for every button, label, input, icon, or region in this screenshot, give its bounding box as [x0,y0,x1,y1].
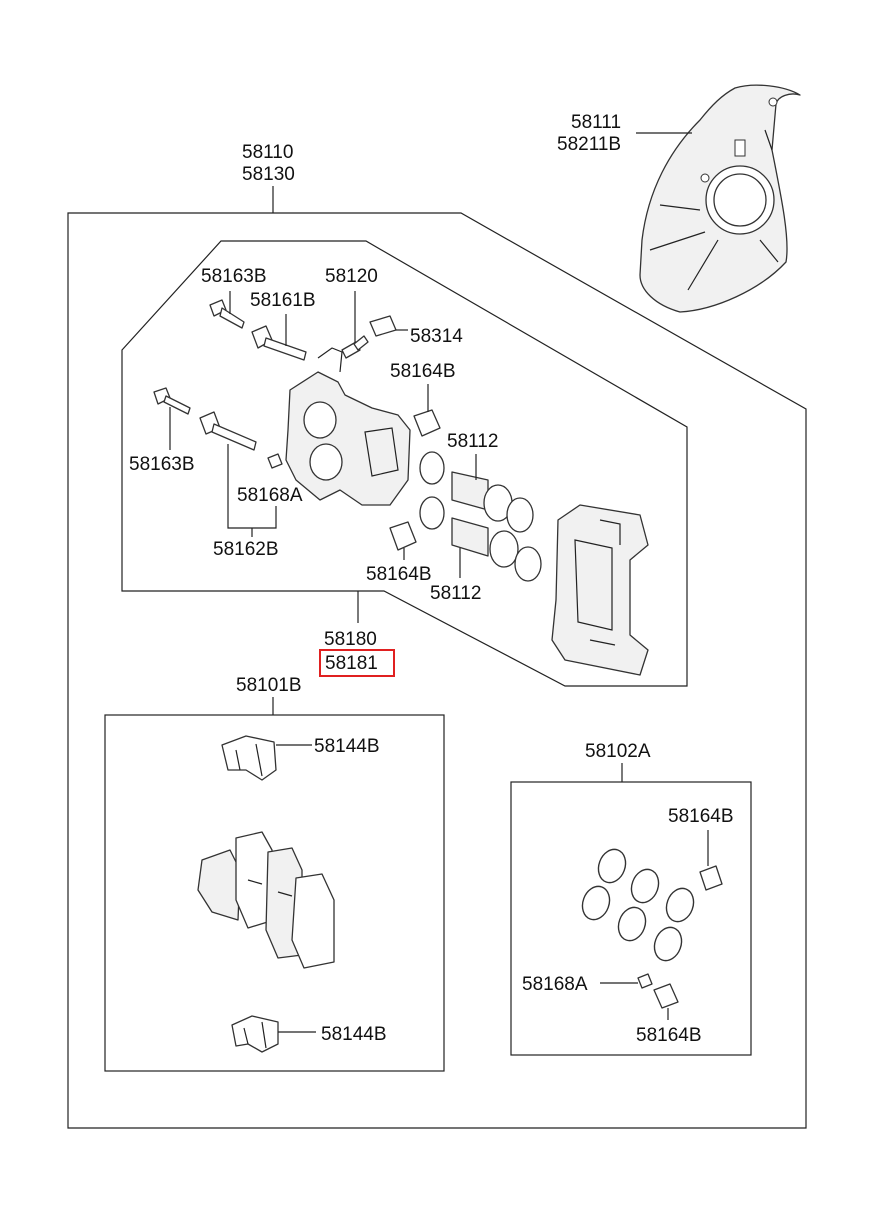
kit-pin-58168a-part [637,973,653,989]
label-kit-58164b-top: 58164B [668,806,734,827]
kit-boot-58164b-bottom-part [653,983,679,1009]
bolt-58163b-top-part [209,299,245,329]
label-58101b: 58101B [236,675,302,696]
label-58211b: 58211B [557,134,621,155]
label-58164b-top: 58164B [390,361,456,382]
label-58180: 58180 [324,629,377,650]
caliper-body-part [285,347,411,506]
label-58111: 58111 [571,112,621,133]
bolt-58163b-left-part [153,387,191,415]
label-58130: 58130 [242,164,295,185]
label-58168a: 58168A [237,485,303,506]
label-58112-bottom: 58112 [430,583,481,604]
dust-shield-part [639,84,801,313]
clip-58144b-top-part [221,735,277,781]
kit-boot-58164b-top-part [699,865,723,891]
caliper-assembly-frame [67,212,807,1129]
piston-58112-top-part [419,451,534,533]
cap-58314-part [369,315,397,337]
label-kit-58168a: 58168A [522,974,588,995]
pin-58168a-part [267,453,283,469]
label-58164b-mid: 58164B [366,564,432,585]
caliper-subassembly-frame [121,240,688,687]
label-58314: 58314 [410,326,463,347]
label-kit-58164b-bottom: 58164B [636,1025,702,1046]
seal-kit-rings-part [581,848,695,962]
boot-58164b-mid-part [389,521,417,551]
caliper-bracket-part [551,504,649,676]
bolt-58162b-part [199,411,257,451]
label-58110: 58110 [242,142,293,163]
piston-58112-bottom-part [419,496,542,582]
seal-kit-frame [510,781,752,1056]
clip-58144b-bottom-part [231,1015,279,1053]
label-58161b: 58161B [250,290,316,311]
label-58181: 58181 [325,653,378,674]
bleeder-58120-part [341,335,369,359]
label-58144b-top: 58144B [314,736,380,757]
label-58102a: 58102A [585,741,651,762]
boot-58164b-top-part [413,409,441,437]
label-58162b: 58162B [213,539,279,560]
highlight-box [319,649,395,677]
pad-kit-frame [104,714,445,1072]
label-58163b-left: 58163B [129,454,195,475]
bolt-58161b-part [251,325,307,361]
label-58112-top: 58112 [447,431,498,452]
brake-pads-part [197,831,335,969]
label-58144b-bottom: 58144B [321,1024,387,1045]
label-58120: 58120 [325,266,378,287]
label-58163b-top: 58163B [201,266,267,287]
